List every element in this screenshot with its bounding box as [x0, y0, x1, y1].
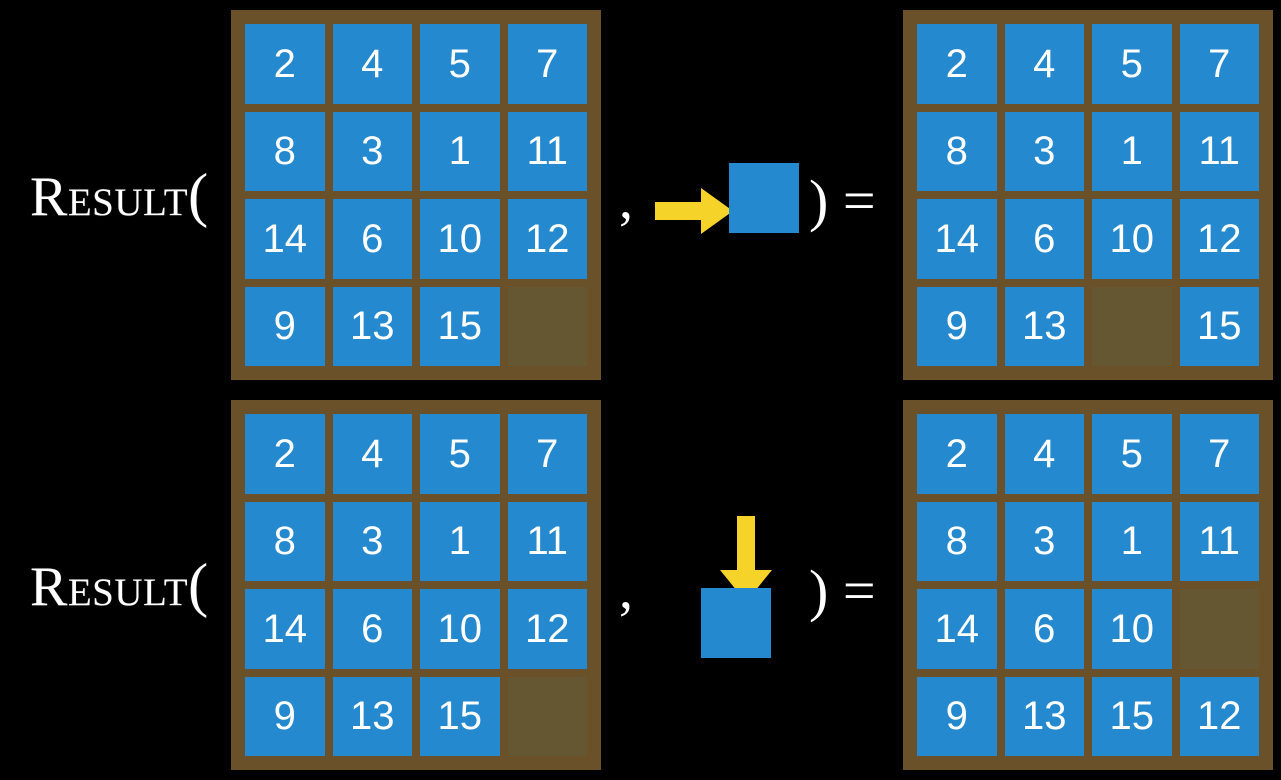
tile[interactable]: 4 [1004, 24, 1084, 104]
equals-sign-1: = [842, 168, 876, 233]
operator-zone-2: , ) = [601, 390, 903, 780]
tile[interactable]: 8 [245, 501, 325, 581]
blank-tile-indicator-2 [701, 588, 771, 658]
equation-row-2: Result( 2 4 5 7 8 3 1 11 14 6 10 12 9 13… [0, 390, 1281, 780]
result-word-2: Result [30, 556, 189, 618]
tile[interactable]: 15 [1179, 286, 1259, 366]
tile[interactable]: 2 [245, 414, 325, 494]
tile[interactable]: 1 [1092, 501, 1172, 581]
equals-sign-2: = [842, 558, 876, 623]
tile[interactable]: 9 [245, 676, 325, 756]
tile[interactable]: 5 [1092, 414, 1172, 494]
tile[interactable]: 10 [420, 589, 500, 669]
tile[interactable]: 3 [1004, 111, 1084, 191]
input-board-1: 2 4 5 7 8 3 1 11 14 6 10 12 9 13 15 [231, 10, 601, 380]
tile[interactable]: 4 [332, 24, 412, 104]
tile[interactable]: 11 [507, 111, 587, 191]
empty-slot [1179, 589, 1259, 669]
tile[interactable]: 12 [507, 199, 587, 279]
empty-slot [507, 286, 587, 366]
tile[interactable]: 8 [245, 111, 325, 191]
tile[interactable]: 2 [245, 24, 325, 104]
tile[interactable]: 5 [420, 24, 500, 104]
arrow-down-icon [720, 516, 772, 602]
tile[interactable]: 1 [1092, 111, 1172, 191]
output-board-2: 2 4 5 7 8 3 1 11 14 6 10 9 13 15 12 [903, 400, 1273, 770]
tile[interactable]: 12 [507, 589, 587, 669]
closing-equals-2: ) = [809, 562, 876, 620]
tile[interactable]: 15 [420, 676, 500, 756]
arrow-right-icon [655, 188, 733, 234]
tile[interactable]: 15 [420, 286, 500, 366]
tile[interactable]: 10 [1092, 199, 1172, 279]
tile[interactable]: 15 [1092, 676, 1172, 756]
tile[interactable]: 9 [245, 286, 325, 366]
tile[interactable]: 1 [420, 501, 500, 581]
tile[interactable]: 11 [507, 501, 587, 581]
result-function-label-2: Result( [30, 555, 209, 615]
tile[interactable]: 4 [1004, 414, 1084, 494]
tile[interactable]: 6 [332, 199, 412, 279]
tile[interactable]: 7 [507, 24, 587, 104]
close-paren-2: ) [809, 558, 829, 623]
tile[interactable]: 6 [1004, 589, 1084, 669]
tile[interactable]: 14 [245, 199, 325, 279]
tile[interactable]: 12 [1179, 199, 1259, 279]
tile[interactable]: 6 [1004, 199, 1084, 279]
open-paren-2: ( [188, 552, 209, 618]
blank-tile-indicator-1 [729, 163, 799, 233]
tile[interactable]: 13 [332, 286, 412, 366]
tile[interactable]: 11 [1179, 501, 1259, 581]
tile[interactable]: 2 [917, 414, 997, 494]
tile[interactable]: 7 [507, 414, 587, 494]
tile[interactable]: 2 [917, 24, 997, 104]
tile[interactable]: 13 [1004, 286, 1084, 366]
close-paren-1: ) [809, 168, 829, 233]
open-paren-1: ( [188, 162, 209, 228]
result-function-label-1: Result( [30, 165, 209, 225]
argument-separator-2: , [619, 559, 633, 621]
tile[interactable]: 7 [1179, 414, 1259, 494]
tile[interactable]: 14 [245, 589, 325, 669]
tile[interactable]: 12 [1179, 676, 1259, 756]
tile[interactable]: 7 [1179, 24, 1259, 104]
tile[interactable]: 13 [1004, 676, 1084, 756]
closing-equals-1: ) = [809, 172, 876, 230]
empty-slot [507, 676, 587, 756]
tile[interactable]: 9 [917, 676, 997, 756]
empty-slot [1092, 286, 1172, 366]
tile[interactable]: 1 [420, 111, 500, 191]
tile[interactable]: 11 [1179, 111, 1259, 191]
argument-separator-1: , [619, 169, 633, 231]
tile[interactable]: 6 [332, 589, 412, 669]
equation-row-1: Result( 2 4 5 7 8 3 1 11 14 6 10 12 9 13… [30, 0, 1273, 390]
tile[interactable]: 3 [332, 501, 412, 581]
result-word-1: Result [30, 166, 189, 228]
tile[interactable]: 13 [332, 676, 412, 756]
tile[interactable]: 3 [1004, 501, 1084, 581]
tile[interactable]: 8 [917, 111, 997, 191]
tile[interactable]: 5 [1092, 24, 1172, 104]
tile[interactable]: 8 [917, 501, 997, 581]
tile[interactable]: 4 [332, 414, 412, 494]
tile[interactable]: 14 [917, 199, 997, 279]
tile[interactable]: 5 [420, 414, 500, 494]
tile[interactable]: 10 [420, 199, 500, 279]
operator-zone-1: , ) = [601, 0, 903, 390]
output-board-1: 2 4 5 7 8 3 1 11 14 6 10 12 9 13 15 [903, 10, 1273, 380]
tile[interactable]: 9 [917, 286, 997, 366]
input-board-2: 2 4 5 7 8 3 1 11 14 6 10 12 9 13 15 [231, 400, 601, 770]
tile[interactable]: 10 [1092, 589, 1172, 669]
tile[interactable]: 3 [332, 111, 412, 191]
tile[interactable]: 14 [917, 589, 997, 669]
